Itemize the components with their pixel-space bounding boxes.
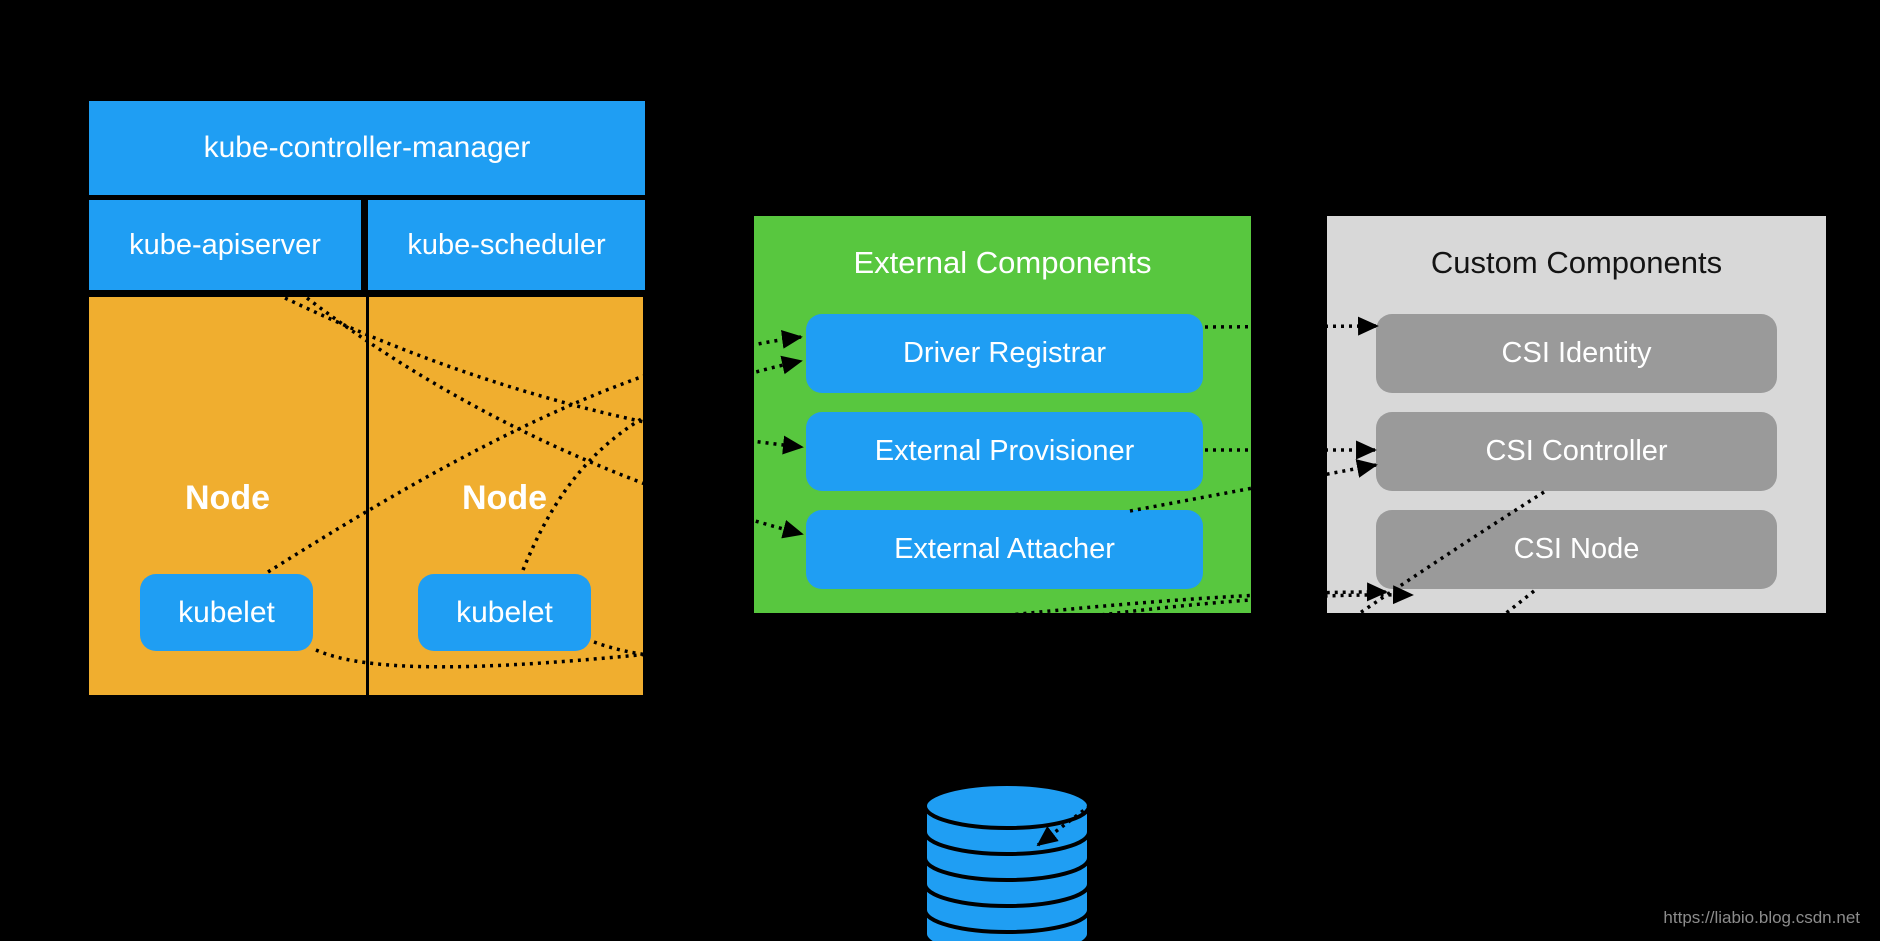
custom-components-panel: Custom Components CSI Identity CSI Contr… [1327,216,1826,613]
kube-apiserver-label: kube-apiserver [129,228,321,261]
kube-controller-manager-box: kube-controller-manager [89,101,645,195]
kube-scheduler-box: kube-scheduler [368,200,645,290]
csi-controller-label: CSI Controller [1485,435,1668,467]
csi-node-label: CSI Node [1513,533,1640,565]
kube-scheduler-label: kube-scheduler [407,228,606,261]
edge-csi-node-to-storage [1098,589,1536,938]
kubelet-1-label: kubelet [178,595,275,629]
kubelet-2-box: kubelet [418,574,591,651]
csi-identity-box: CSI Identity [1376,314,1777,393]
custom-components-title: Custom Components [1430,245,1723,280]
external-components-title: External Components [853,245,1152,280]
external-attacher-box: External Attacher [806,510,1203,589]
node-2-label: Node [462,479,547,517]
kubelet-1-box: kubelet [140,574,313,651]
csi-identity-label: CSI Identity [1501,337,1652,369]
csi-node-box: CSI Node [1376,510,1777,589]
external-components-panel: External Components Driver Registrar Ext… [754,216,1251,613]
watermark-url: https://liabio.blog.csdn.net [1663,908,1860,927]
database-cylinder-icon [923,782,1091,941]
node-1-label: Node [185,479,270,517]
kube-controller-manager-label: kube-controller-manager [203,131,531,164]
kube-apiserver-box: kube-apiserver [89,200,361,290]
kubelet-2-label: kubelet [456,595,553,629]
driver-registrar-box: Driver Registrar [806,314,1203,393]
external-provisioner-box: External Provisioner [806,412,1203,491]
driver-registrar-label: Driver Registrar [902,337,1107,369]
node-divider [366,297,369,695]
external-attacher-label: External Attacher [894,533,1115,565]
csi-controller-box: CSI Controller [1376,412,1777,491]
external-provisioner-label: External Provisioner [874,435,1135,467]
